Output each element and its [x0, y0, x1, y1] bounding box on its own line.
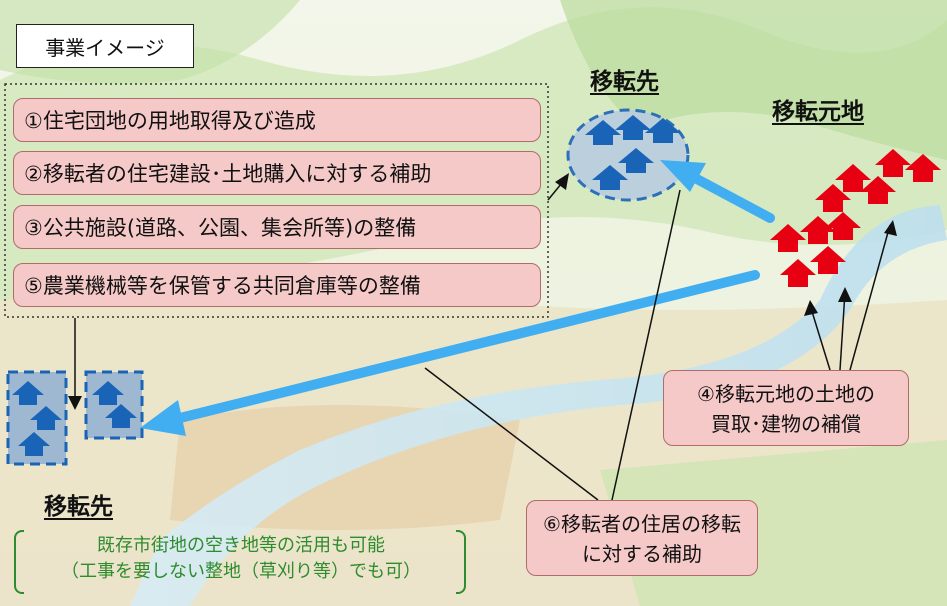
measures-frame	[4, 83, 549, 318]
measure-3-label: ③公共施設(道路、公園、集会所等)の整備	[13, 205, 541, 249]
origin-houses	[770, 149, 941, 287]
leader-arrowheads	[68, 173, 897, 410]
relocation-aid-line-2: に対する補助	[582, 542, 702, 566]
measure-5-label: ⑤農業機械等を保管する共同倉庫等の整備	[13, 263, 541, 307]
relocation-aid-box: ⑥移転者の住居の移転 に対する補助	[526, 500, 758, 576]
note-line-1: 既存市街地の空き地等の活用も可能	[97, 535, 385, 556]
river	[130, 205, 947, 606]
note-line-2: （工事を要しない整地（草刈り等）でも可）	[61, 561, 421, 582]
relocation-aid-line-1: ⑥移転者の住居の移転	[543, 512, 741, 536]
destination-bottom-label: 移転先	[44, 494, 113, 520]
destination-houses-top	[585, 115, 681, 190]
origin-label: 移転元地	[772, 99, 864, 125]
compensation-line-1: ④移転元地の土地の	[697, 382, 875, 406]
compensation-box: ④移転元地の土地の 買取･建物の補償	[663, 370, 909, 446]
relocation-arrow-bottom	[140, 270, 760, 436]
page-title: 事業イメージ	[16, 24, 194, 68]
measure-1-label: ①住宅団地の用地取得及び造成	[13, 98, 541, 142]
note-text: 既存市街地の空き地等の活用も可能 （工事を要しない整地（草刈り等）でも可）	[26, 533, 456, 585]
destination-houses-bottom	[12, 381, 137, 456]
destination-top-label: 移転先	[590, 69, 659, 95]
leader-lines	[74, 177, 891, 501]
relocation-arrow-top	[660, 160, 775, 223]
note-bracket-right	[456, 530, 466, 594]
measure-2-label: ②移転者の住宅建設･土地購入に対する補助	[13, 151, 541, 195]
compensation-line-2: 買取･建物の補償	[711, 412, 861, 436]
note-bracket-left	[14, 530, 24, 594]
